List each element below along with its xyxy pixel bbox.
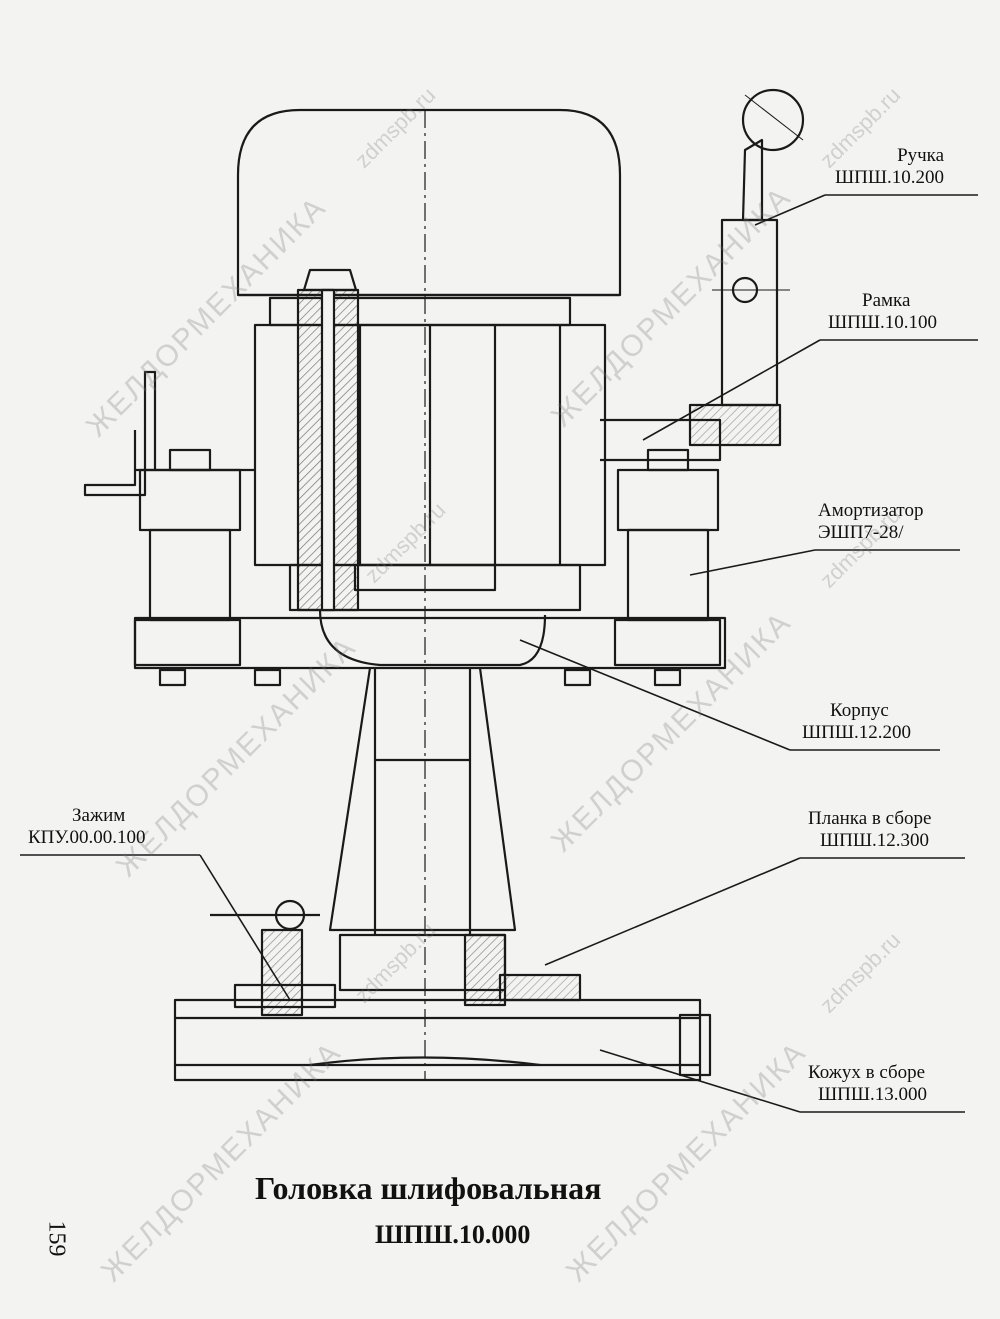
callout-housing: Корпус ШПШ.12.200	[802, 700, 911, 744]
callout-code: ШПШ.12.300	[820, 830, 930, 851]
guard	[173, 998, 702, 1082]
callout-name: Ручка	[897, 145, 945, 166]
callout-plate-assembly: Планка в сборе ШПШ.12.300	[808, 808, 931, 852]
callout-code: ШПШ.10.200	[835, 167, 945, 188]
callout-code: КПУ.00.00.100	[28, 827, 146, 848]
callout-shock-absorber: Амортизатор ЭШП7-28/	[818, 500, 923, 544]
housing-cone	[328, 667, 517, 932]
callout-name: Рамка	[862, 290, 911, 311]
callout-frame: Рамка ШПШ.10.100	[828, 290, 937, 334]
callout-name: Планка в сборе	[808, 808, 932, 829]
callout-name: Корпус	[830, 700, 889, 721]
drawing-title: Головка шлифовальная	[255, 1170, 602, 1206]
callout-code: ШПШ.13.000	[818, 1084, 928, 1105]
callout-code: ЭШП7-28/	[818, 522, 904, 543]
callout-code: ШПШ.10.100	[828, 312, 938, 333]
drawing-number: ШПШ.10.000	[375, 1220, 531, 1249]
callout-name: Зажим	[72, 805, 126, 826]
callout-name: Амортизатор	[818, 500, 924, 521]
callout-name: Кожух в сборе	[808, 1062, 926, 1083]
callout-clamp: Зажим КПУ.00.00.100	[28, 805, 146, 849]
housing-top	[318, 609, 547, 667]
motor-cap	[236, 108, 622, 297]
callout-code: ШПШ.12.200	[802, 722, 912, 743]
callout-handle: Ручка ШПШ.10.200	[835, 145, 944, 189]
callout-guard-assembly: Кожух в сборе ШПШ.13.000	[808, 1062, 927, 1106]
page-number: 159	[43, 1220, 70, 1257]
